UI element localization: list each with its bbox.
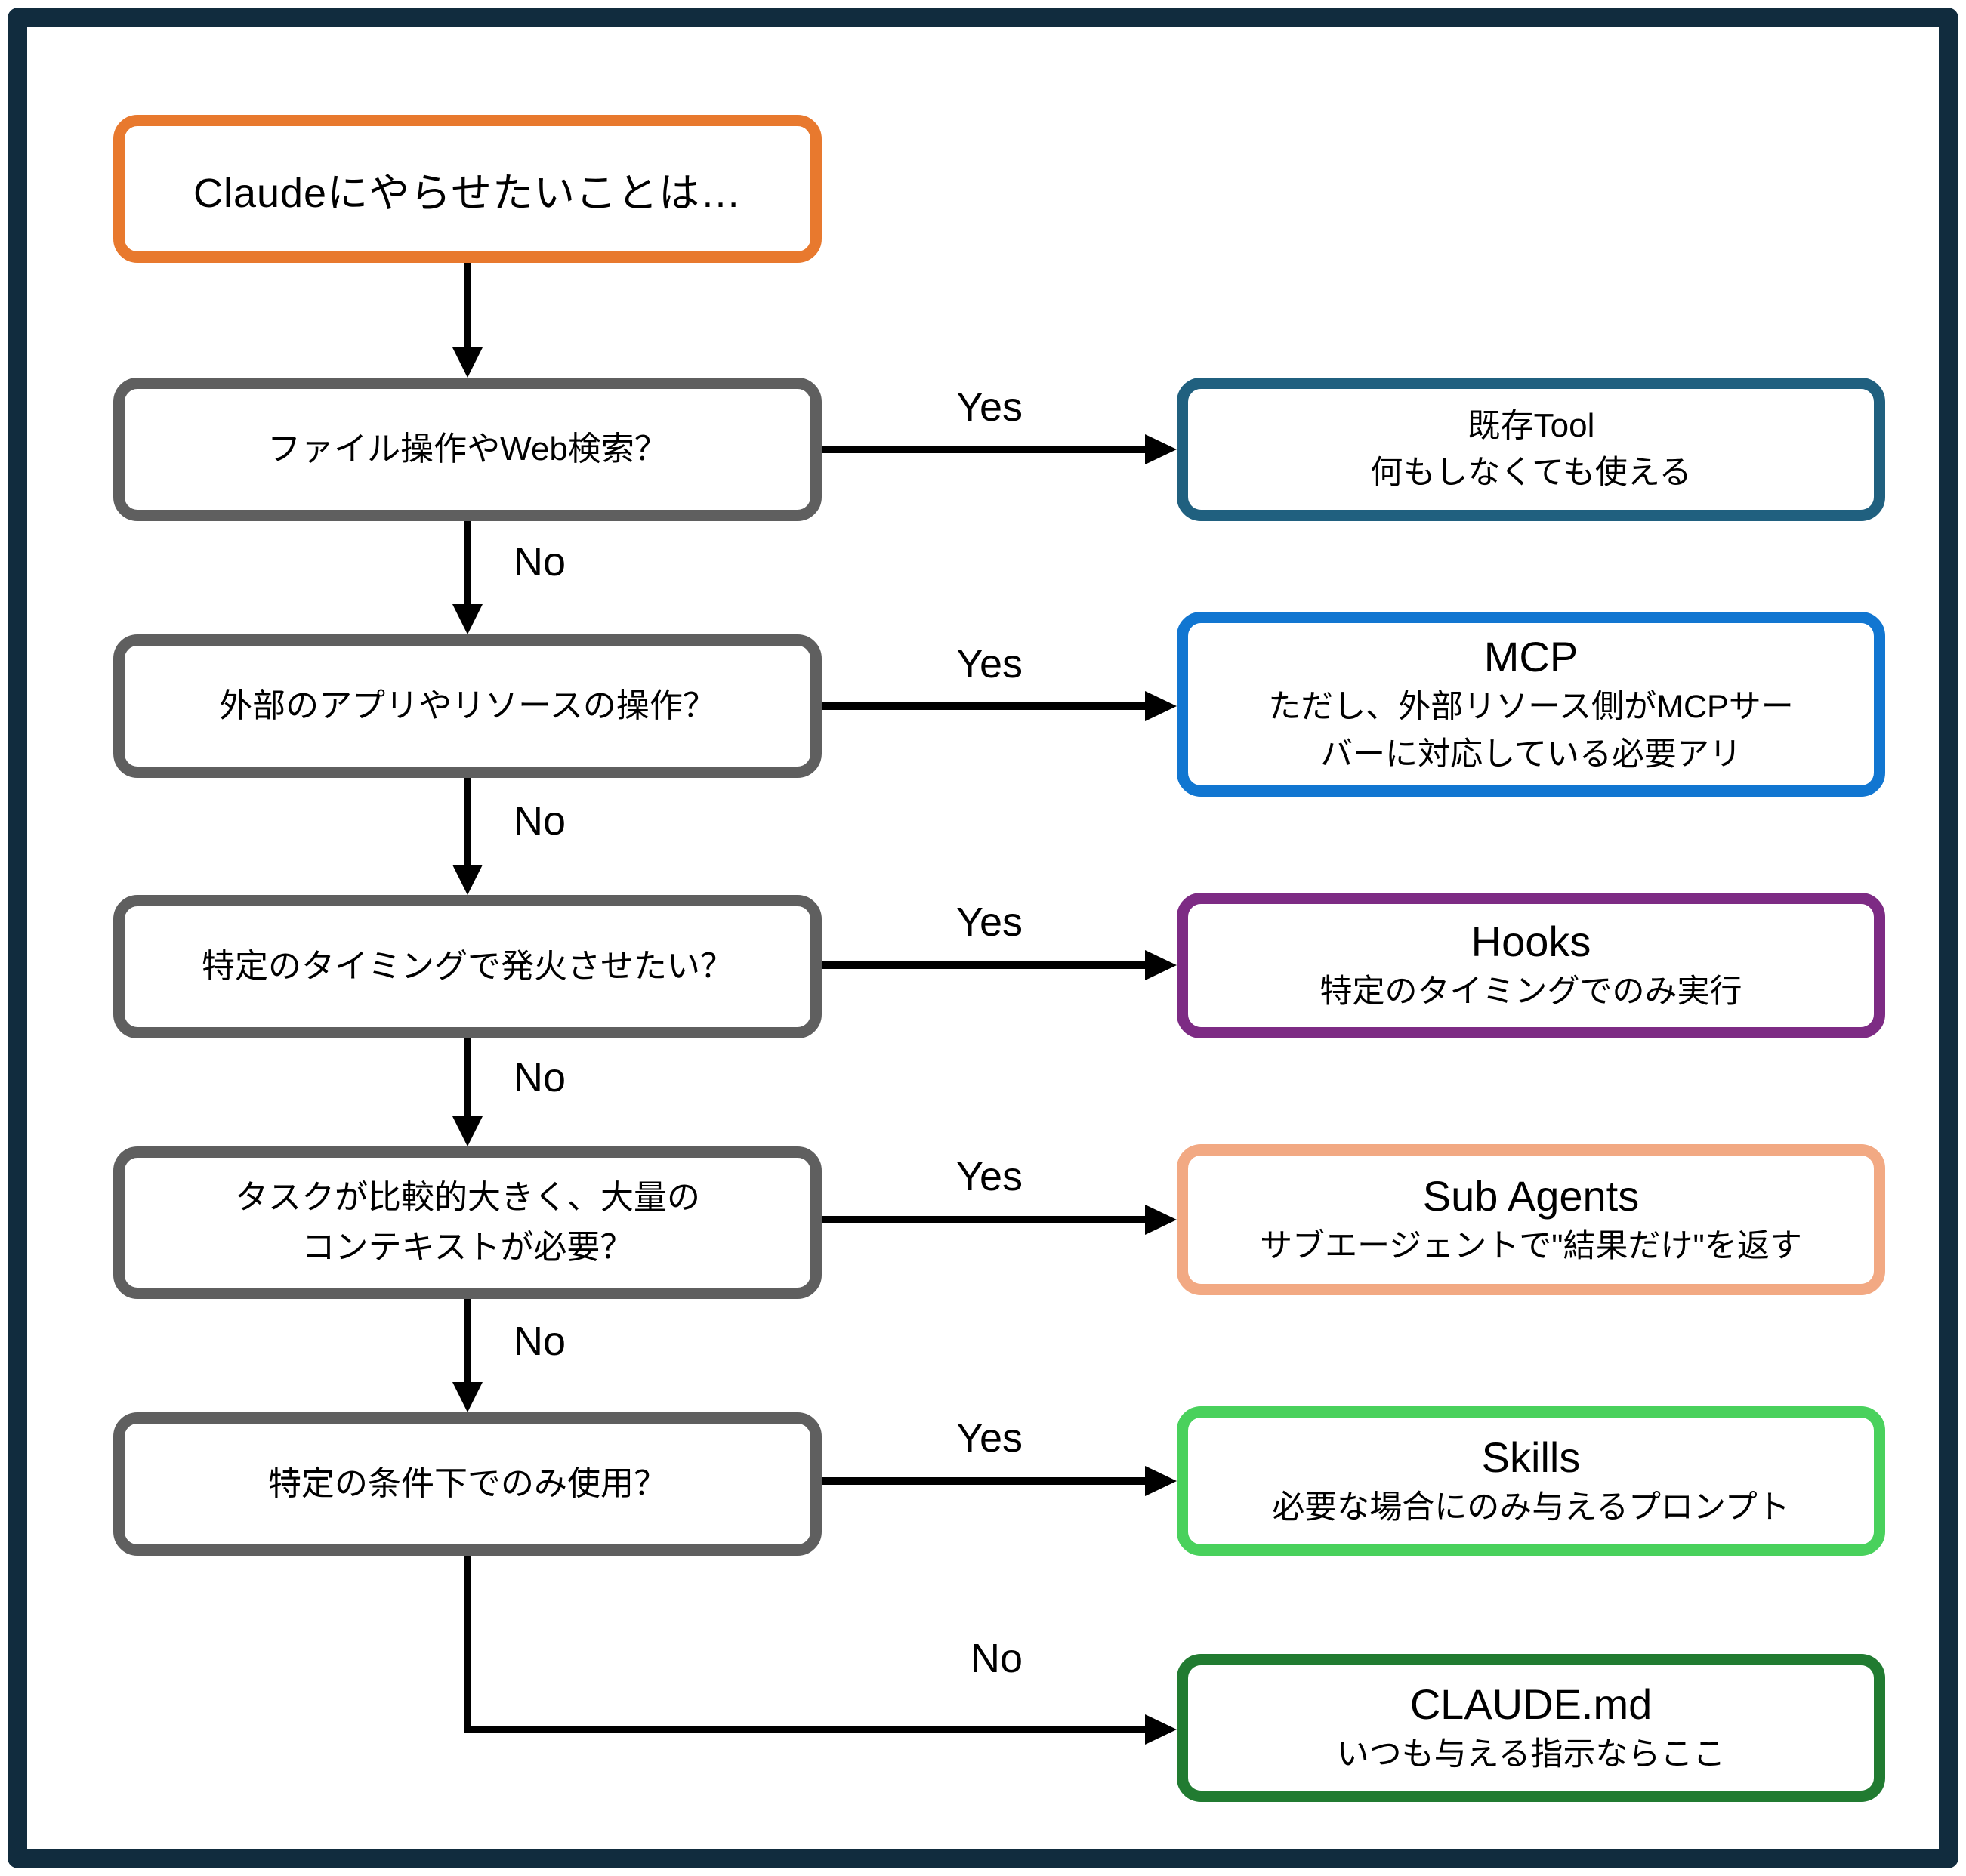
- start-node: Claudeにやらせたいことは…: [113, 115, 822, 263]
- result-subtitle: 特定のタイミングでのみ実行: [1319, 973, 1742, 1011]
- arrowhead-right-icon: [1145, 434, 1177, 464]
- result-node-claude-md: CLAUDE.md いつも与える指示ならここ: [1177, 1654, 1885, 1802]
- arrowhead-right-icon: [1145, 691, 1177, 721]
- arrowhead-right-icon: [1145, 1714, 1177, 1745]
- yes-label-4: Yes: [955, 1154, 1023, 1199]
- no-label-2: No: [514, 798, 566, 844]
- result-title: MCP: [1483, 633, 1579, 681]
- decision-label: ファイル操作やWeb検索？: [267, 430, 668, 467]
- result-subtitle: いつも与える指示ならここ: [1336, 1736, 1726, 1773]
- arrow-yes-d1: [822, 446, 1147, 453]
- arrow-yes-d4: [822, 1216, 1147, 1223]
- decision-label: 特定の条件下でのみ使用？: [268, 1465, 667, 1502]
- decision-label: 外部のアプリやリソースの操作？: [219, 687, 716, 724]
- no-label-4: No: [514, 1319, 566, 1364]
- result-node-skills: Skills 必要な場合にのみ与えるプロンプト: [1177, 1406, 1885, 1556]
- arrow-no-to-claude-md: [464, 1726, 1147, 1733]
- result-title: Skills: [1481, 1433, 1581, 1481]
- arrowhead-down-icon: [452, 604, 483, 634]
- arrowhead-down-icon: [452, 1116, 483, 1146]
- no-label-1: No: [514, 539, 566, 585]
- no-label-3: No: [514, 1055, 566, 1100]
- outer-frame: [8, 8, 1958, 1868]
- start-label: Claudeにやらせたいことは…: [193, 170, 742, 216]
- arrowhead-down-icon: [452, 865, 483, 895]
- result-title: 既存Tool: [1467, 407, 1595, 445]
- result-subtitle: ただし、外部リソース側がMCPサー バーに対応している必要アリ: [1268, 689, 1794, 773]
- arrowhead-right-icon: [1145, 1466, 1177, 1496]
- decision-node-timing: 特定のタイミングで発火させたい？: [113, 895, 822, 1038]
- result-subtitle: サブエージェントで"結果だけ"を返す: [1260, 1227, 1802, 1264]
- arrow-d5-down: [464, 1556, 471, 1733]
- arrowhead-right-icon: [1145, 950, 1177, 980]
- arrowhead-right-icon: [1145, 1205, 1177, 1235]
- yes-label-2: Yes: [955, 641, 1023, 687]
- decision-node-conditional-use: 特定の条件下でのみ使用？: [113, 1412, 822, 1556]
- decision-label: タスクが比較的大きく、大量の コンテキストが必要？: [235, 1179, 700, 1266]
- result-title: Hooks: [1471, 918, 1591, 966]
- result-title: CLAUDE.md: [1409, 1680, 1653, 1728]
- decision-node-external-apps: 外部のアプリやリソースの操作？: [113, 634, 822, 778]
- arrow-yes-d2: [822, 702, 1147, 710]
- yes-label-1: Yes: [955, 384, 1023, 430]
- result-node-hooks: Hooks 特定のタイミングでのみ実行: [1177, 893, 1885, 1038]
- decision-node-file-web: ファイル操作やWeb検索？: [113, 378, 822, 521]
- arrowhead-down-icon: [452, 347, 483, 378]
- decision-label: 特定のタイミングで発火させたい？: [202, 948, 733, 985]
- result-title: Sub Agents: [1422, 1171, 1640, 1220]
- result-node-existing-tool: 既存Tool 何もしなくても使える: [1177, 378, 1885, 521]
- arrow-d3-to-d4: [464, 1038, 471, 1118]
- decision-node-large-task: タスクが比較的大きく、大量の コンテキストが必要？: [113, 1146, 822, 1299]
- result-node-mcp: MCP ただし、外部リソース側がMCPサー バーに対応している必要アリ: [1177, 612, 1885, 797]
- result-subtitle: 必要な場合にのみ与えるプロンプト: [1272, 1489, 1790, 1526]
- arrow-d4-to-d5: [464, 1299, 471, 1384]
- result-node-sub-agents: Sub Agents サブエージェントで"結果だけ"を返す: [1177, 1144, 1885, 1295]
- arrow-d2-to-d3: [464, 778, 471, 866]
- yes-label-5: Yes: [955, 1415, 1023, 1461]
- arrow-d1-to-d2: [464, 521, 471, 606]
- no-label-final: No: [971, 1636, 1023, 1681]
- yes-label-3: Yes: [955, 899, 1023, 945]
- arrowhead-down-icon: [452, 1382, 483, 1412]
- arrow-start-to-d1: [464, 263, 471, 349]
- arrow-yes-d3: [822, 961, 1147, 969]
- arrow-yes-d5: [822, 1477, 1147, 1485]
- result-subtitle: 何もしなくても使える: [1370, 454, 1692, 491]
